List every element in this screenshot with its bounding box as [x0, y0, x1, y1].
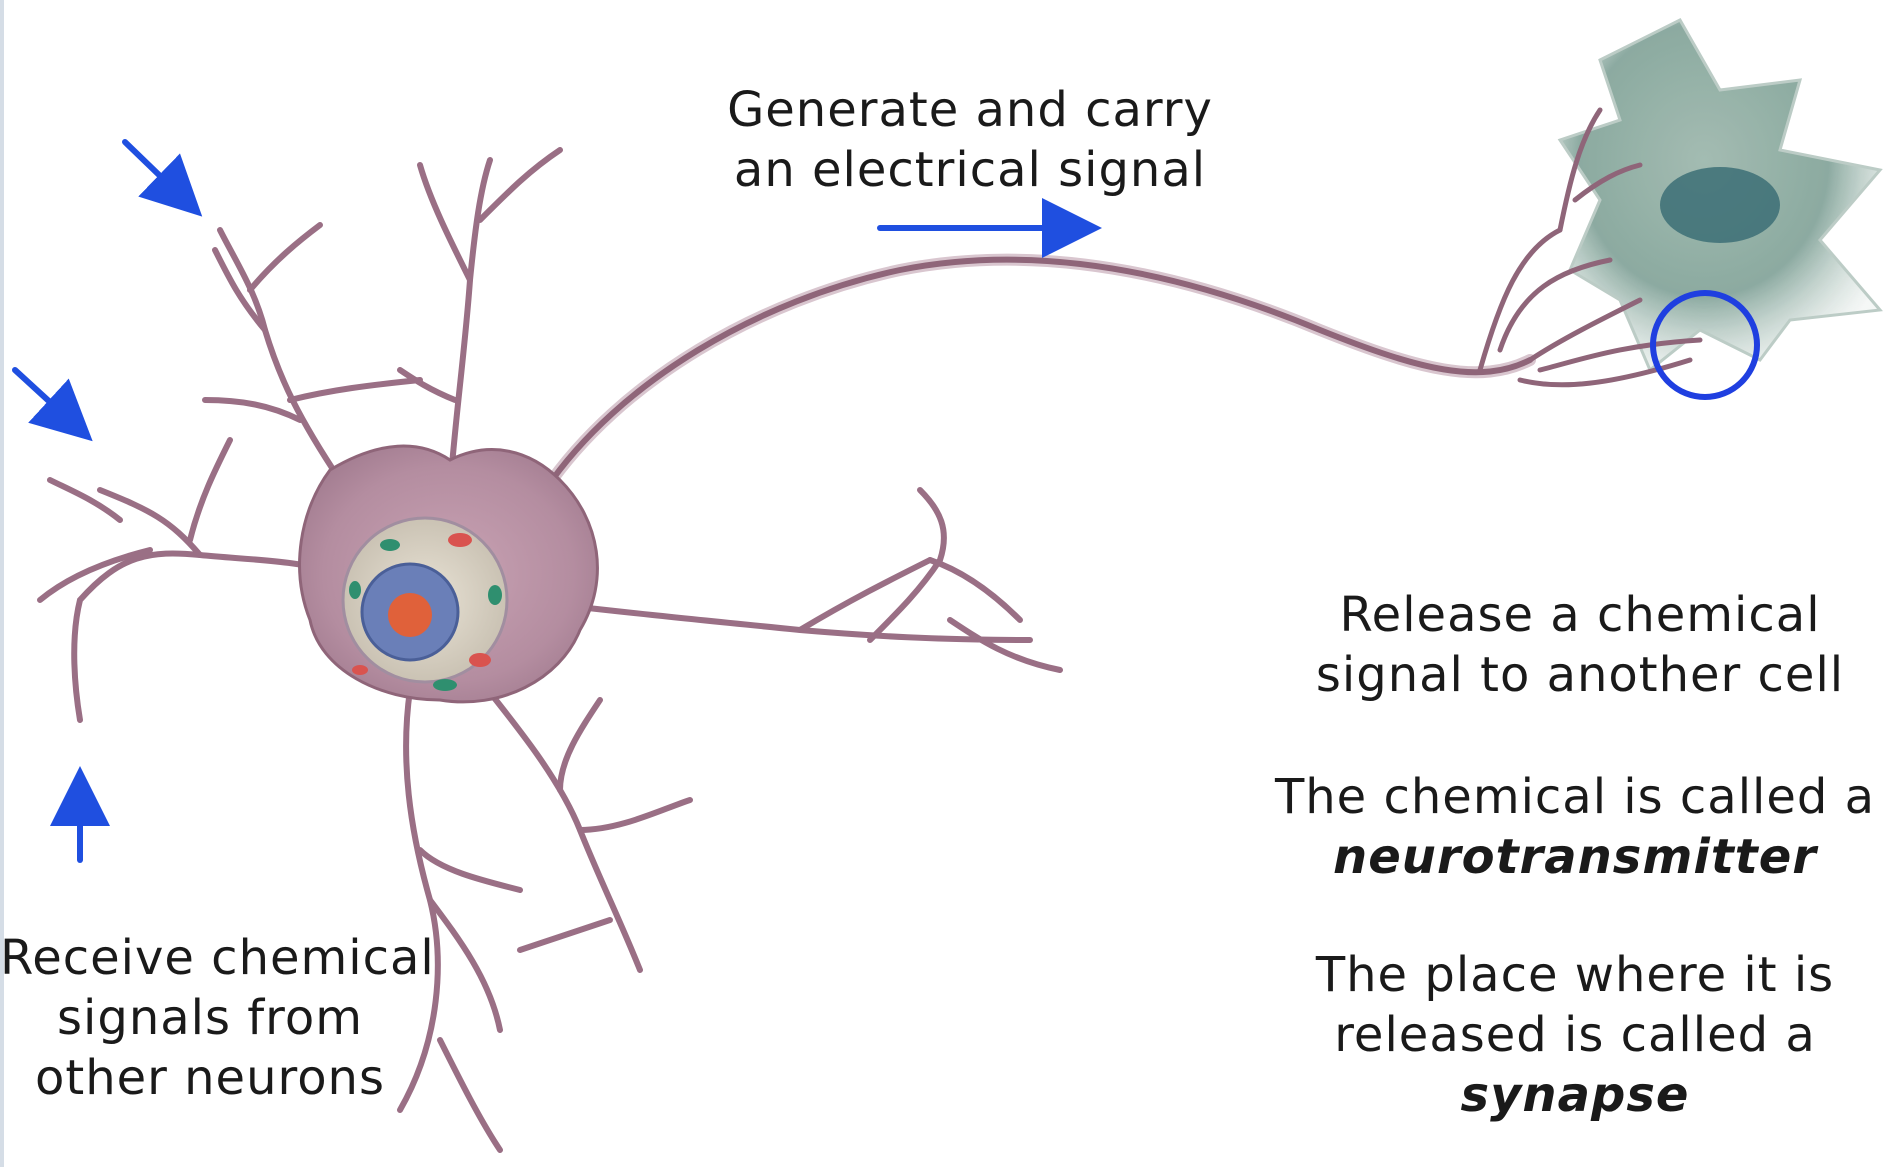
label-line: signal to another cell	[1285, 645, 1875, 705]
label-generate-signal: Generate and carry an electrical signal	[690, 80, 1250, 200]
label-line: released is called a	[1290, 1005, 1860, 1065]
label-line: The place where it is	[1290, 945, 1860, 1005]
label-release-signal: Release a chemical signal to another cel…	[1285, 585, 1875, 705]
cell-body	[300, 446, 598, 702]
label-line: Receive chemical	[0, 928, 420, 988]
arrow-down-right-icon	[15, 370, 75, 425]
term-neurotransmitter: neurotransmitter	[1260, 827, 1890, 887]
label-line: other neurons	[0, 1048, 420, 1108]
label-line: The chemical is called a	[1260, 767, 1890, 827]
label-line: Generate and carry	[690, 80, 1250, 140]
axon	[545, 260, 1530, 490]
label-neurotransmitter: The chemical is called a neurotransmitte…	[1260, 767, 1890, 887]
target-nucleus	[1660, 167, 1780, 243]
label-line: signals from	[0, 988, 420, 1048]
arrow-down-right-icon	[125, 142, 185, 200]
label-line: Release a chemical	[1285, 585, 1875, 645]
nucleolus	[388, 593, 432, 637]
label-line: an electrical signal	[690, 140, 1250, 200]
label-synapse: The place where it is released is called…	[1290, 945, 1860, 1125]
term-synapse: synapse	[1290, 1065, 1860, 1125]
label-receive-signals: Receive chemical signals from other neur…	[0, 928, 420, 1108]
